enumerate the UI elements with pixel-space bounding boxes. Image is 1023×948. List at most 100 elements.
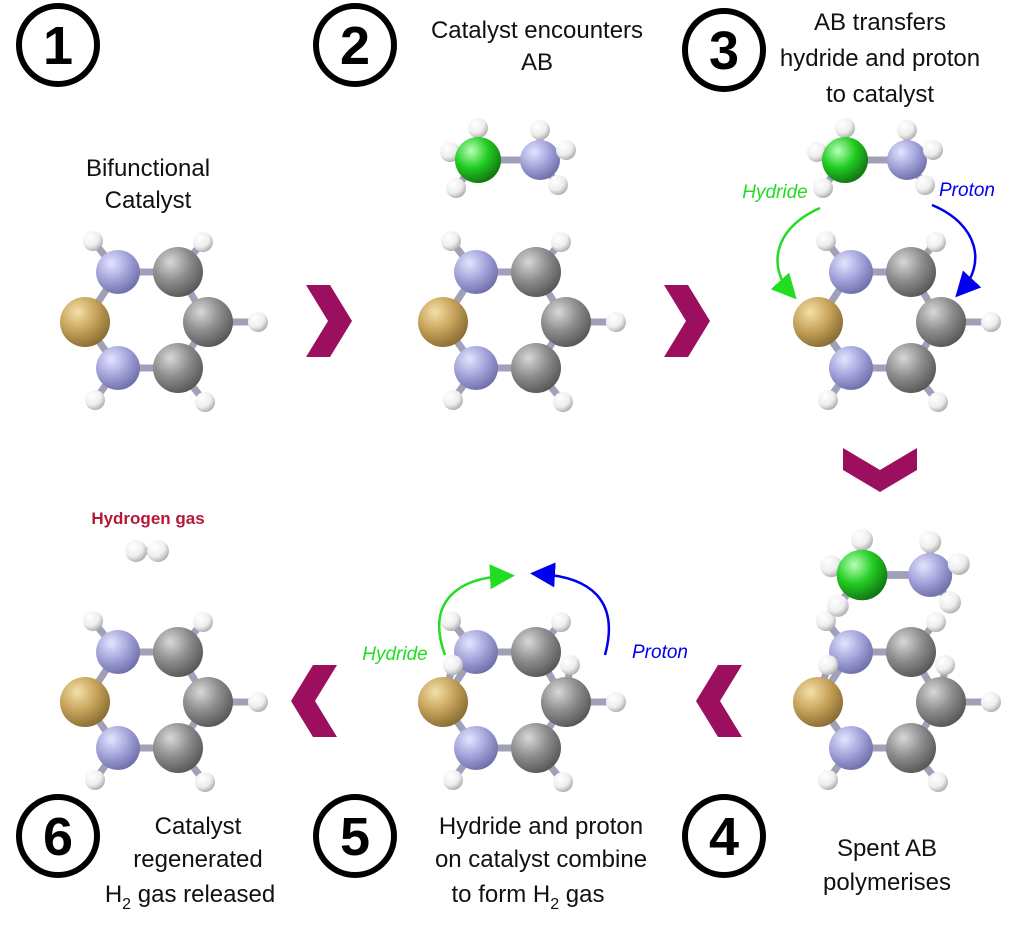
carbon-atom bbox=[886, 247, 936, 297]
carbon-atom bbox=[541, 297, 591, 347]
bifunctional-catalyst bbox=[60, 231, 268, 412]
hydrogen-atom bbox=[443, 390, 463, 410]
hydrogen-atom bbox=[83, 231, 103, 251]
carbon-atom bbox=[511, 627, 561, 677]
hydrogen-atom bbox=[816, 611, 836, 631]
hydrogen-atom bbox=[939, 591, 961, 614]
hydrogen-atom bbox=[897, 120, 917, 140]
carbon-atom bbox=[183, 677, 233, 727]
hydrogen-atom bbox=[826, 594, 849, 617]
nitrogen-atom bbox=[454, 726, 498, 770]
step-2-badge: 2 bbox=[313, 3, 397, 87]
hydrogen-atom bbox=[193, 612, 213, 632]
nitrogen-atom bbox=[96, 630, 140, 674]
proton-label: Proton bbox=[939, 180, 995, 201]
carbon-atom bbox=[886, 723, 936, 773]
hydrogen-atom bbox=[820, 555, 843, 578]
hydrogen-atom bbox=[947, 553, 970, 575]
hydrogen-atom bbox=[560, 655, 580, 675]
catalyst-step-2 bbox=[418, 231, 626, 412]
carbon-atom bbox=[916, 297, 966, 347]
carbon-atom bbox=[511, 247, 561, 297]
sulfur-atom bbox=[793, 677, 843, 727]
nitrogen-atom bbox=[887, 140, 927, 180]
proton-transfer-arrow bbox=[931, 203, 982, 298]
hydrogen-atom bbox=[147, 540, 169, 562]
sulfur-atom bbox=[418, 677, 468, 727]
hydrogen-atom bbox=[548, 175, 568, 195]
hydrogen-atom bbox=[248, 692, 268, 712]
step-number: 1 bbox=[43, 16, 73, 76]
nitrogen-atom bbox=[454, 250, 498, 294]
carbon-atom bbox=[153, 247, 203, 297]
chevron-left-icon bbox=[291, 665, 337, 737]
spent-ammonia-borane bbox=[820, 528, 970, 617]
hydrogen-atom bbox=[928, 772, 948, 792]
hydrogen-atom bbox=[818, 655, 838, 675]
carbon-atom bbox=[183, 297, 233, 347]
molecules-layer bbox=[60, 118, 1001, 792]
step-number: 3 bbox=[709, 21, 739, 81]
hydride-transfer-arrow bbox=[770, 206, 821, 300]
nitrogen-atom bbox=[520, 140, 560, 180]
boron-atom bbox=[455, 137, 501, 183]
carbon-atom bbox=[153, 627, 203, 677]
hydrogen-atom bbox=[446, 178, 466, 198]
hydrogen-atom bbox=[606, 312, 626, 332]
proton-combine-arrow bbox=[530, 562, 611, 656]
hydride-label: Hydride bbox=[362, 644, 427, 665]
hydrogen-atom bbox=[835, 118, 855, 138]
nitrogen-atom bbox=[829, 250, 873, 294]
carbon-atom bbox=[511, 343, 561, 393]
nitrogen-atom bbox=[96, 726, 140, 770]
step-5-badge: 5 bbox=[313, 794, 397, 878]
nitrogen-atom bbox=[454, 630, 498, 674]
boron-atom bbox=[822, 137, 868, 183]
catalyst-with-hydride-proton bbox=[418, 611, 626, 792]
hydrogen-gas-label: Hydrogen gas bbox=[91, 509, 204, 528]
hydrogen-atom bbox=[556, 140, 576, 160]
nitrogen-atom bbox=[829, 630, 873, 674]
hydrogen-atom bbox=[851, 528, 873, 551]
hydrogen-atom bbox=[818, 770, 838, 790]
step-number: 6 bbox=[43, 807, 73, 867]
ammonia-borane-step-2 bbox=[440, 118, 576, 198]
ammonia-borane-step-3 bbox=[807, 118, 943, 198]
hydrogen-atom bbox=[195, 392, 215, 412]
step-number: 4 bbox=[709, 807, 739, 867]
hydride-label: Hydride bbox=[742, 182, 807, 203]
hydrogen-atom bbox=[441, 231, 461, 251]
proton-label: Proton bbox=[632, 642, 688, 663]
step-4-badge: 4 bbox=[682, 794, 766, 878]
step-3-badge: 3 bbox=[682, 8, 766, 92]
carbon-atom bbox=[541, 677, 591, 727]
hydride-combine-arrow bbox=[438, 564, 515, 656]
chevron-left-icon bbox=[696, 665, 742, 737]
hydrogen-atom bbox=[85, 390, 105, 410]
sulfur-atom bbox=[60, 297, 110, 347]
carbon-atom bbox=[511, 723, 561, 773]
hydrogen-atom bbox=[928, 392, 948, 412]
hydrogen-molecule bbox=[125, 540, 169, 562]
chevron-down-icon bbox=[843, 448, 917, 492]
sulfur-atom bbox=[418, 297, 468, 347]
carbon-atom bbox=[153, 723, 203, 773]
hydrogen-atom bbox=[553, 772, 573, 792]
hydrogen-atom bbox=[807, 142, 827, 162]
hydrogen-atom bbox=[551, 612, 571, 632]
hydrogen-atom bbox=[923, 140, 943, 160]
hydrogen-atom bbox=[935, 655, 955, 675]
sulfur-atom bbox=[60, 677, 110, 727]
hydrogen-atom bbox=[981, 312, 1001, 332]
boron-atom bbox=[836, 549, 888, 601]
hydrogen-atom bbox=[981, 692, 1001, 712]
carbon-atom bbox=[153, 343, 203, 393]
nitrogen-atom bbox=[96, 346, 140, 390]
